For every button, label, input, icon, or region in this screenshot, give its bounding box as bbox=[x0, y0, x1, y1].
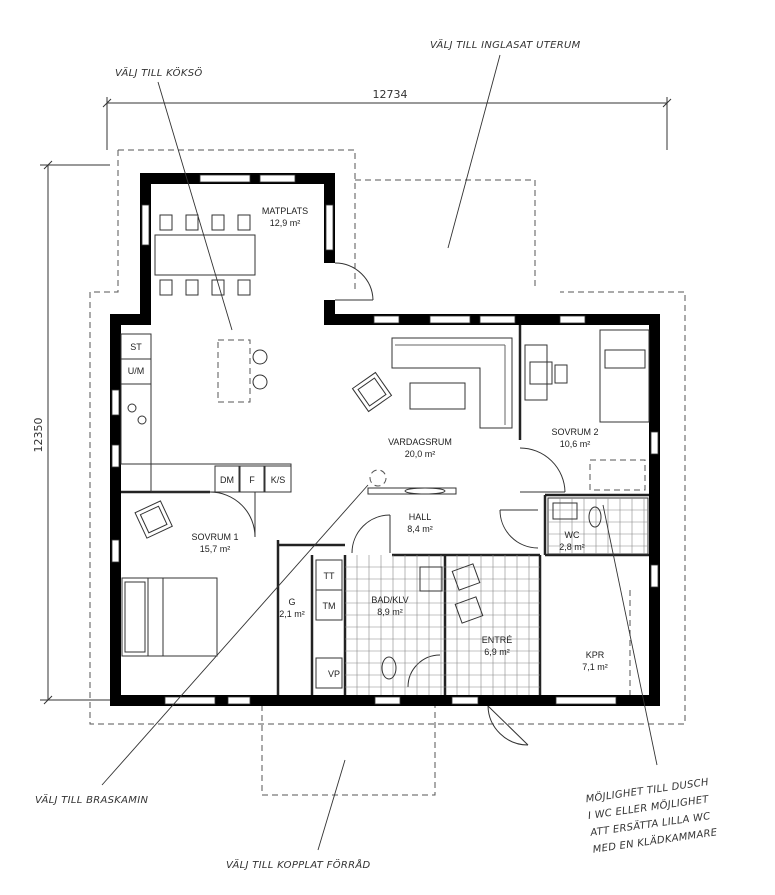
dining-table bbox=[154, 214, 256, 296]
doors bbox=[209, 262, 566, 746]
bathroom-tiles bbox=[345, 555, 445, 695]
fixture-tm: TM bbox=[323, 601, 336, 611]
width-label: 12734 bbox=[373, 88, 408, 101]
room-name-entre: ENTRÉ bbox=[482, 635, 513, 645]
windows bbox=[111, 174, 659, 705]
dimension-height: 12350 bbox=[32, 160, 110, 705]
wardrobe-sovrum2 bbox=[589, 459, 646, 491]
room-area-sovrum1: 15,7 m² bbox=[200, 544, 231, 554]
fixture-um: U/M bbox=[128, 366, 145, 376]
room-name-hall: HALL bbox=[409, 512, 432, 522]
note-uterum: VÄLJ TILL INGLASAT UTERUM bbox=[430, 38, 581, 51]
room-name-wc: WC bbox=[565, 530, 580, 540]
roof-outline bbox=[89, 149, 686, 725]
bed-sovrum2 bbox=[599, 329, 650, 423]
sofa bbox=[391, 337, 513, 429]
room-name-bad: BAD/KLV bbox=[371, 595, 408, 605]
room-area-bad: 8,9 m² bbox=[377, 607, 403, 617]
fixture-st: ST bbox=[130, 342, 142, 352]
room-name-sovrum1: SOVRUM 1 bbox=[191, 532, 238, 542]
entre-tiles bbox=[445, 555, 540, 695]
annotation-leaders bbox=[101, 54, 658, 851]
room-area-wc: 2,8 m² bbox=[559, 542, 585, 552]
desk-sovrum2 bbox=[524, 344, 568, 401]
kitchen-counter bbox=[120, 333, 292, 493]
bed-sovrum1 bbox=[121, 577, 218, 657]
height-label: 12350 bbox=[32, 418, 45, 453]
dimension-width: 12734 bbox=[102, 88, 672, 150]
sunroom-outline bbox=[355, 179, 536, 290]
note-dusch: MÖJLIGHET TILL DUSCH I WC ELLER MÖJLIGHE… bbox=[585, 775, 719, 856]
room-area-closet: 2,1 m² bbox=[279, 609, 305, 619]
armchair-sovrum1 bbox=[134, 500, 173, 539]
fixture-dm: DM bbox=[220, 475, 234, 485]
room-name-matplats: MATPLATS bbox=[262, 206, 308, 216]
room-name-vardagsrum: VARDAGSRUM bbox=[388, 437, 452, 447]
note-forrad: VÄLJ TILL KOPPLAT FÖRRÅD bbox=[226, 858, 371, 871]
fixture-ks: K/S bbox=[271, 475, 286, 485]
room-area-hall: 8,4 m² bbox=[407, 524, 433, 534]
room-name-kpr: KPR bbox=[586, 650, 605, 660]
room-area-entre: 6,9 m² bbox=[484, 647, 510, 657]
wc-tiles bbox=[547, 497, 649, 555]
room-name-sovrum2: SOVRUM 2 bbox=[551, 427, 598, 437]
fixture-vp: VP bbox=[328, 669, 340, 679]
fixture-f: F bbox=[249, 475, 255, 485]
room-area-vardagsrum: 20,0 m² bbox=[405, 449, 436, 459]
fireplace bbox=[367, 469, 457, 495]
kitchen-island bbox=[217, 339, 268, 403]
room-area-kpr: 7,1 m² bbox=[582, 662, 608, 672]
room-area-matplats: 12,9 m² bbox=[270, 218, 301, 228]
fixture-tt: TT bbox=[324, 571, 335, 581]
room-area-sovrum2: 10,6 m² bbox=[560, 439, 591, 449]
note-braskamin: VÄLJ TILL BRASKAMIN bbox=[35, 793, 148, 806]
laundry bbox=[315, 559, 343, 689]
note-koks: VÄLJ TILL KÖKSÖ bbox=[115, 66, 203, 79]
armchair-living bbox=[351, 371, 393, 413]
room-name-closet: G bbox=[288, 597, 295, 607]
